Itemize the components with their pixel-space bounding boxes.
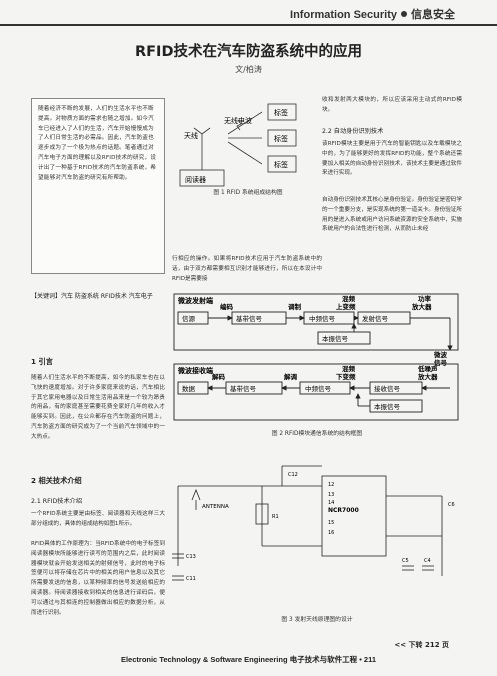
heading-1: 1 引言 bbox=[31, 357, 53, 366]
encode-label: 编码 bbox=[220, 302, 234, 311]
c13-label: C13 bbox=[186, 554, 196, 560]
lna-label: 低噪声 bbox=[417, 364, 438, 373]
lo-block-tx bbox=[317, 331, 371, 345]
lna-label-2: 放大器 bbox=[417, 372, 438, 381]
modulate-label: 调制 bbox=[288, 302, 302, 311]
left-col-p3: RFID具体的工作原理为：当RFID系统中的电子标签到阅读器模块所能够进行读写的… bbox=[31, 541, 165, 616]
heading-2-1: 2.1 RFID技术介绍 bbox=[31, 498, 83, 505]
right-col-p3: 自动身份识别技术其核心是身份验证。身份验证是密码学的一个重要分支，是实现系统的第… bbox=[322, 197, 462, 233]
bullet-dot bbox=[401, 11, 407, 17]
mix-up-label-2: 上变频 bbox=[336, 302, 356, 311]
abstract-text: 随着经济不断的发展，人们的生活水平也不断提高。对物质方面的需求也随之增加。如今汽… bbox=[38, 106, 157, 181]
pin-label-16: 16 bbox=[328, 530, 334, 536]
section-name: Information Security bbox=[290, 9, 397, 21]
tx-signal-label: 发射信号 bbox=[362, 314, 389, 323]
c4-label: C4 bbox=[424, 558, 431, 564]
right-col-p2: 该RFID模块主要是用于汽车的智能钥匙以及车载模块之中的，为了能够更好的发挥RF… bbox=[322, 141, 462, 177]
figure-2: 微波发射端 信源 编码 基带信号 调制 中频信号 发射信号 本振信号 混频 上变… bbox=[173, 293, 459, 421]
fig2-caption: 图 2 RFID模块通信系统的结构框图 bbox=[271, 431, 363, 437]
tag-box-3 bbox=[267, 155, 297, 173]
baseband-label-tx: 基带信号 bbox=[236, 314, 263, 323]
article-title: RFID技术在汽车防盗系统中的应用 bbox=[134, 44, 362, 60]
journal-name: Electronic Technology & Software Enginee… bbox=[120, 655, 358, 664]
tx-frame bbox=[173, 293, 459, 351]
pin-label-15: 15 bbox=[328, 520, 334, 526]
pa-label: 功率 bbox=[418, 294, 432, 303]
heading-2-2: 2.2 自动身份识别技术 bbox=[322, 128, 384, 135]
chip-body bbox=[321, 475, 387, 557]
if-label-rx: 中频信号 bbox=[305, 384, 332, 393]
pin-label-13: 13 bbox=[328, 492, 334, 498]
tx-title: 微波发射端 bbox=[177, 296, 213, 305]
antenna-label: ANTENNA bbox=[202, 504, 229, 510]
mix-down-label-2: 下变频 bbox=[336, 372, 356, 381]
pin-label-12: 12 bbox=[328, 482, 334, 488]
fig1-caption: 图 1 RFID 系统组成结构图 bbox=[213, 190, 283, 196]
r1-label: R1 bbox=[272, 514, 279, 520]
left-col-p1: 随着人们生活水平的不断提高，如今的私家车也在以飞快的速度增加。对于许多家庭来说的… bbox=[31, 375, 165, 440]
pin-label-14: 14 bbox=[328, 500, 334, 506]
header-rule bbox=[0, 24, 497, 26]
c5-label: C5 bbox=[402, 558, 409, 564]
abstract-box: 随着经济不断的发展，人们的生活水平也不断提高。对物质方面的需求也随之增加。如今汽… bbox=[31, 98, 165, 274]
mid-col-paragraph: 行相应的操作。如果将RFID技术应用于汽车防盗系统中的话，由于双方都需要相互识别… bbox=[172, 256, 322, 282]
page-number: 211 bbox=[363, 655, 377, 664]
keywords: 【关键词】汽车 防盗系统 RFID技术 汽车电子 bbox=[31, 293, 153, 300]
lo-label-tx: 本振信号 bbox=[322, 334, 349, 343]
baseband-label-rx: 基带信号 bbox=[230, 384, 257, 393]
page-footer: Electronic Technology & Software Enginee… bbox=[0, 654, 497, 665]
c11-label: C11 bbox=[186, 576, 196, 582]
source-label: 信源 bbox=[182, 314, 196, 323]
fig1-tag-label-3: 标签 bbox=[274, 160, 288, 169]
rx-signal-label: 接收信号 bbox=[374, 384, 401, 393]
fig1-tag-label-1: 标签 bbox=[274, 108, 288, 117]
demod-label: 解调 bbox=[284, 372, 298, 381]
rx-frame bbox=[173, 363, 459, 421]
fig1-tag-label-2: 标签 bbox=[274, 134, 288, 143]
heading-2: 2 相关技术介绍 bbox=[31, 476, 82, 485]
if-label-tx: 中频信号 bbox=[309, 314, 336, 323]
rx-title: 微波接收端 bbox=[177, 366, 213, 375]
lo-label-rx: 本振信号 bbox=[374, 402, 401, 411]
c12-label: C12 bbox=[288, 472, 298, 478]
tag-box-2 bbox=[267, 129, 297, 147]
figure-1: 天线 无线电波 阅读器 标签 标签 标签 bbox=[179, 103, 297, 187]
pa-label-2: 放大器 bbox=[411, 302, 432, 311]
mw-signal-label-2: 信号 bbox=[434, 358, 448, 367]
resistor-r1 bbox=[255, 503, 269, 525]
article-author: 文/柏涛 bbox=[235, 65, 262, 74]
fig1-antenna-label: 天线 bbox=[184, 131, 198, 140]
mw-signal-label: 微波 bbox=[433, 350, 448, 359]
continued-note: << 下转 212 页 bbox=[394, 641, 449, 649]
c6-label: C6 bbox=[448, 502, 455, 508]
footer-dot: • bbox=[359, 655, 364, 664]
section-name-cn: 信息安全 bbox=[411, 9, 455, 21]
data-label: 数据 bbox=[182, 384, 196, 393]
fig1-reader-label: 阅读器 bbox=[185, 175, 206, 184]
left-col-p2: 一个RFID系统主要是由标签、阅读器和天线这样三大部分组成的，具体的组成结构如图… bbox=[31, 511, 165, 527]
fig1-wireless-label: 无线电波 bbox=[224, 116, 252, 125]
right-col-p1: 收和发射两大模块的，所以应该采用主动式的RFID模块。 bbox=[322, 97, 462, 113]
tag-box-1 bbox=[267, 103, 297, 121]
decode-label: 解码 bbox=[212, 372, 226, 381]
mix-down-label: 混频 bbox=[342, 364, 356, 373]
chip-label: NCR7000 bbox=[328, 507, 359, 514]
mix-up-label: 混频 bbox=[342, 294, 356, 303]
section-header: Information Security 信息安全 bbox=[290, 6, 455, 22]
fig3-caption: 图 3 发射天线原理图的设计 bbox=[281, 617, 353, 623]
figure-3: NCR7000 ANTENNA C13 C11 R1 C12 C5 C4 C6 … bbox=[172, 465, 455, 582]
